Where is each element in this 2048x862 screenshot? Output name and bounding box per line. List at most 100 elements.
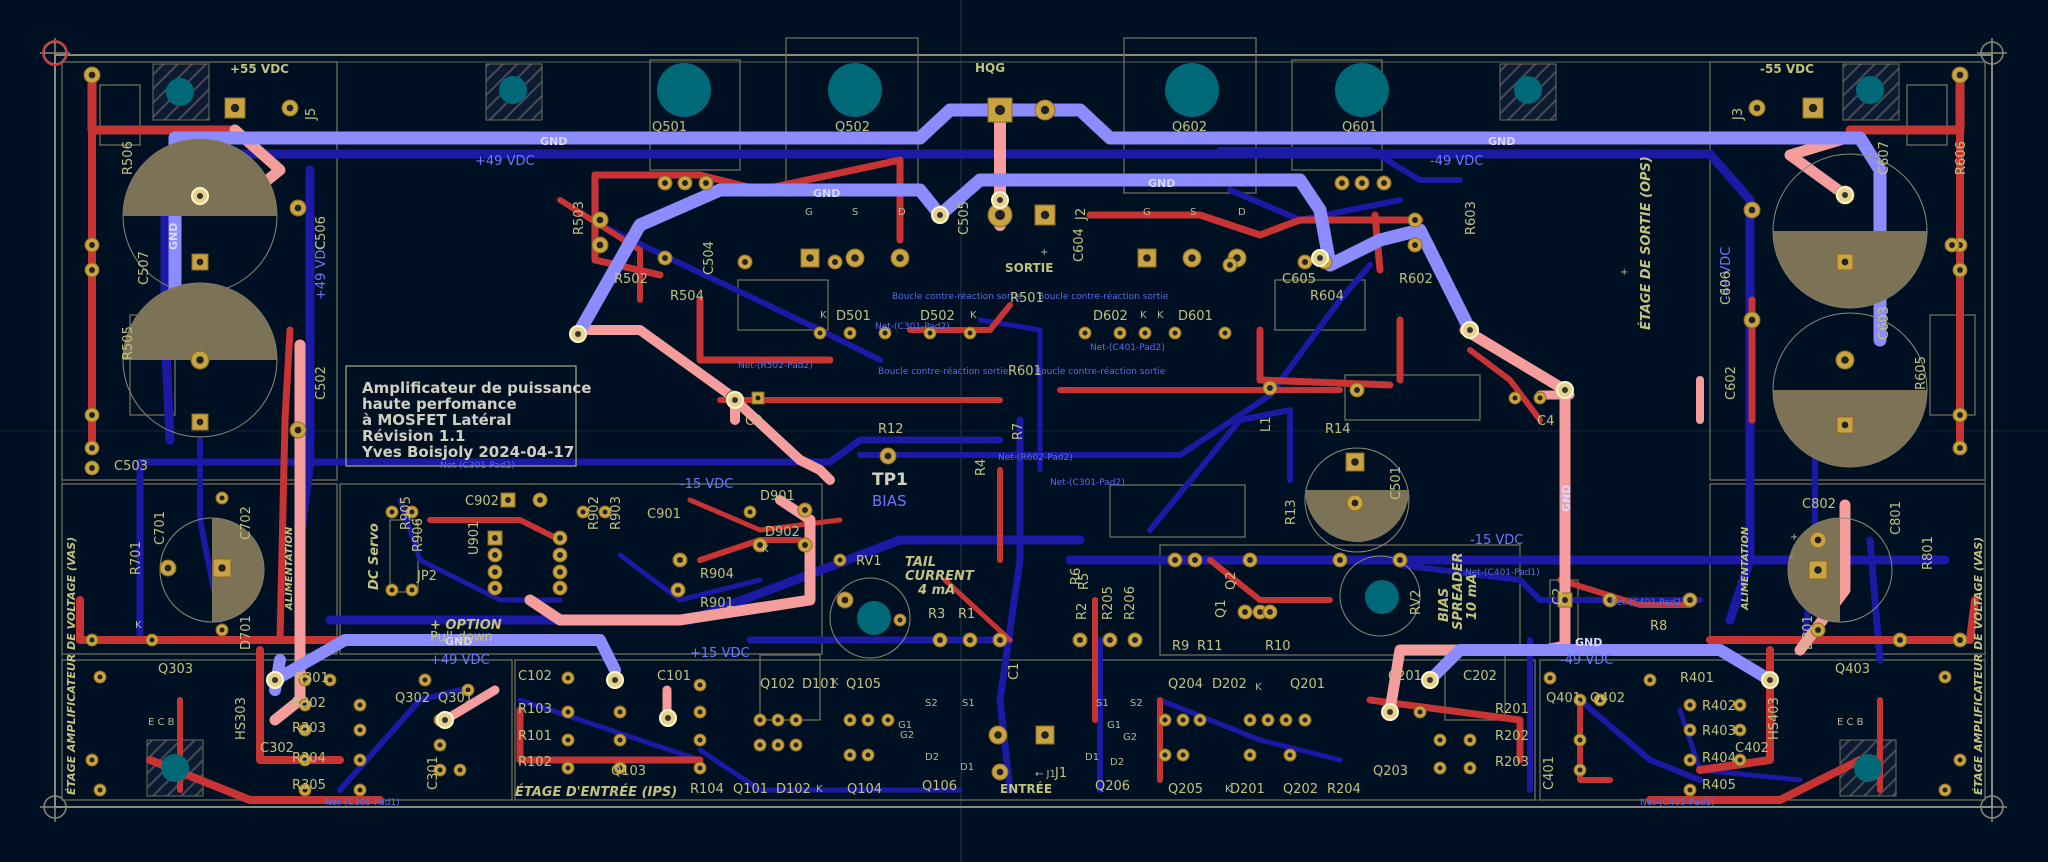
title-line-1: Amplificateur de puissance	[362, 379, 591, 397]
pin-label-7: K	[970, 310, 977, 321]
pad-198-drill	[1737, 727, 1743, 733]
via-4-drill	[1562, 387, 1568, 393]
ref-c505: C505	[957, 201, 972, 235]
pad-133-drill	[302, 727, 308, 733]
pin-label-9: K	[1157, 310, 1164, 321]
net-c401: Net-(C401-Pad2)	[1090, 343, 1165, 353]
net-gnd-c504: GND	[813, 187, 840, 200]
origin-marker	[42, 40, 68, 66]
pad-157-drill	[775, 717, 781, 723]
pad-171-drill	[1180, 717, 1186, 723]
pad-174-drill	[1180, 752, 1186, 758]
pad-67-drill	[1537, 395, 1543, 401]
pad-3-drill	[89, 412, 95, 418]
ref-r903: R903	[609, 496, 624, 530]
pad-115-drill	[1267, 609, 1273, 615]
ref-c402: C402	[1735, 741, 1769, 756]
ref-d202: D202	[1212, 677, 1247, 692]
pin-label-24: G1	[1107, 720, 1121, 731]
net-p49-top: +49 VDC	[475, 154, 535, 169]
net-c401-pad1: Net-(C401-Pad1)	[1465, 568, 1540, 578]
pad-197-drill	[1737, 702, 1743, 708]
net-gnd-c604: GND	[1148, 177, 1175, 190]
pad-129-drill	[302, 677, 308, 683]
pad-108-drill	[1107, 637, 1113, 643]
pad-19-drill	[1808, 103, 1818, 113]
pad-118-drill	[1562, 597, 1568, 603]
title-line-2: haute perfomance	[362, 395, 517, 413]
pad-145-drill	[565, 675, 571, 681]
pad-130-drill	[327, 677, 333, 683]
ref-c401: C401	[1542, 756, 1557, 790]
pad-131-drill	[302, 702, 308, 708]
pad-90-drill	[557, 552, 563, 558]
pad-128-drill	[89, 757, 95, 763]
via-9-drill	[442, 717, 448, 723]
pad-31-drill	[1339, 180, 1345, 186]
ref-r103: R103	[518, 702, 552, 717]
ref-r605: R605	[1914, 356, 1929, 390]
pad-9-drill	[196, 258, 204, 266]
ref-r504: R504	[670, 289, 704, 304]
pad-123-drill	[1815, 627, 1821, 633]
rail-label-n55: -55 VDC	[1760, 62, 1814, 76]
ref-d102: D102	[776, 782, 811, 797]
pad-144-drill	[457, 767, 463, 773]
pad-202-drill	[1957, 757, 1963, 763]
pad-17-drill	[1957, 412, 1963, 418]
pad-26-drill	[1748, 206, 1756, 214]
pad-75-drill	[219, 627, 225, 633]
pad-56-drill	[882, 330, 888, 336]
net-c305: Net-(C305-Pad1)	[325, 798, 400, 808]
ref-r602: R602	[1399, 272, 1433, 287]
pad-54-drill	[817, 330, 823, 336]
pin-label-31: ← J1	[1035, 769, 1056, 780]
pad-55-drill	[847, 330, 853, 336]
pad-183-drill	[1437, 737, 1443, 743]
via-11-drill	[1387, 709, 1393, 715]
pad-16-drill	[1957, 267, 1963, 273]
ref-q206: Q206	[1095, 779, 1130, 794]
ref-r305: R305	[292, 778, 326, 793]
net-gnd-bot-right: GND	[1575, 636, 1602, 649]
pad-28-drill	[662, 180, 668, 186]
ref-r501: R501	[1010, 291, 1044, 306]
net-n49-vert: -49 VDC	[1719, 247, 1734, 300]
pad-194-drill	[1687, 727, 1693, 733]
ref-r403: R403	[1702, 724, 1736, 739]
ref-c507: C507	[137, 251, 152, 285]
ref-r902: R902	[587, 496, 602, 530]
pin-label-33: +	[1790, 532, 1798, 543]
pad-12-drill	[196, 356, 204, 364]
pad-69-drill	[1267, 385, 1273, 391]
ref-r701: R701	[129, 541, 144, 575]
pad-191-drill	[1577, 767, 1583, 773]
ref-c101: C101	[657, 669, 691, 684]
pad-34-drill	[806, 254, 814, 262]
ref-r6: R6	[1069, 568, 1084, 585]
via-12-drill	[997, 197, 1003, 203]
pin-label-21: S1	[962, 698, 975, 709]
tail-current-3: 4 mA	[917, 583, 955, 598]
pad-107-drill	[1077, 637, 1083, 643]
pad-38-drill	[1188, 254, 1196, 262]
ref-r4: R4	[974, 459, 989, 476]
label-bias: BIAS	[872, 492, 907, 510]
ref-c1: C1	[1007, 663, 1022, 680]
pad-1-drill	[89, 242, 95, 248]
pad-76-drill	[89, 637, 95, 643]
ref-hs303: HS303	[234, 697, 249, 740]
pin-label-11: K	[135, 620, 142, 631]
label-hqg: HQG	[975, 61, 1005, 75]
pad-13-drill	[196, 418, 204, 426]
pad-159-drill	[757, 742, 763, 748]
net-p15: +15 VDC	[690, 646, 750, 661]
pad-5-drill	[89, 465, 95, 471]
ref-c701: C701	[153, 511, 168, 545]
section-dc-servo: DC Servo	[367, 523, 382, 590]
ref-r801: R801	[1921, 536, 1936, 570]
pad-60-drill	[1117, 330, 1123, 336]
pad-178-drill	[1302, 717, 1308, 723]
pad-20-drill	[1753, 104, 1761, 112]
ref-c702: C702	[239, 506, 254, 540]
